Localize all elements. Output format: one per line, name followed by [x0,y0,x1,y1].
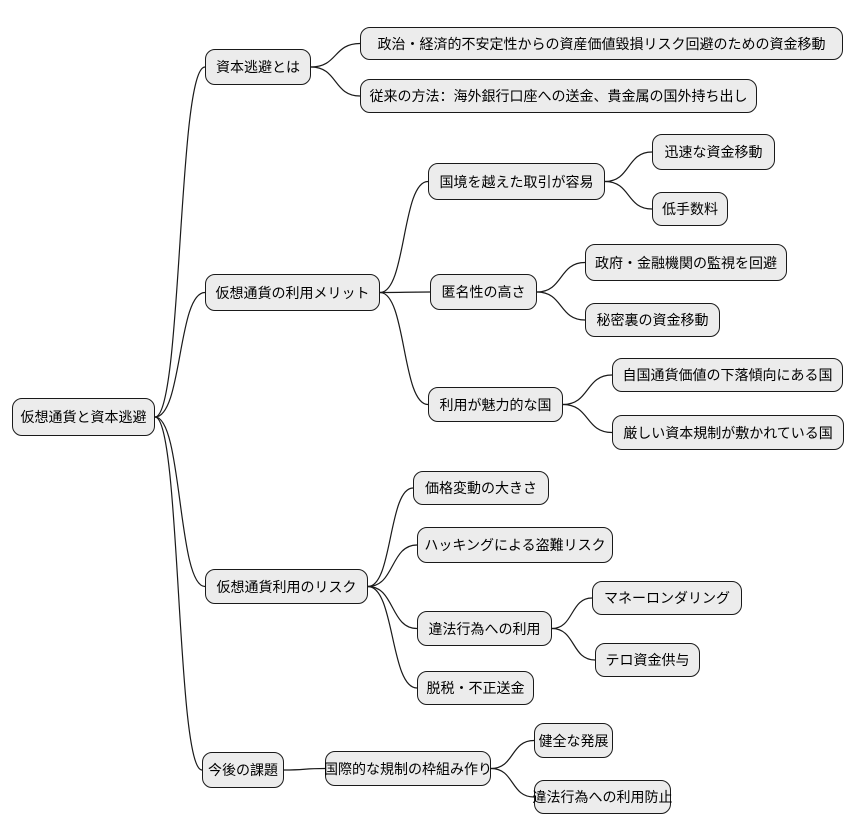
edge-easy-cross-border-to-low-fees [604,180,653,210]
node-label-money-laundering: マネーロンダリング [604,590,730,606]
mindmap-node-international-regulation[interactable]: 国際的な規制の枠組み作り [324,751,492,786]
node-label-fast-transfer: 迅速な資金移動 [664,144,763,160]
edge-international-regulation-to-prevent-illegal-use [490,767,535,798]
edge-crypto-merits-to-attractive-countries [379,291,429,406]
mindmap-node-capital-flight-definition[interactable]: 資本逃避とは [205,49,311,85]
node-label-illegal-use: 違法行為への利用 [428,620,541,637]
node-label-capital-flight-definition: 資本逃避とは [216,59,300,75]
mindmap-node-secret-transfer[interactable]: 秘密裏の資金移動 [585,303,720,337]
node-label-traditional-methods: 従来の方法：海外銀行口座への送金、貴金属の国外持ち出し [369,88,748,104]
edge-crypto-merits-to-easy-cross-border [379,180,429,294]
edge-root-to-future-issues [154,416,203,771]
edge-crypto-risks-to-price-volatility [367,487,414,588]
edge-easy-cross-border-to-fast-transfer [604,151,653,183]
node-label-high-anonymity: 匿名性の高さ [441,284,526,300]
node-label-depreciating-currency: 自国通貨価値の下落傾向にある国 [622,367,833,383]
node-label-low-fees: 低手数料 [662,201,718,217]
node-label-secret-transfer: 秘密裏の資金移動 [596,312,709,328]
mindmap-node-crypto-risks[interactable]: 仮想通貨利用のリスク [205,569,368,604]
mindmap-node-risk-avoidance-transfer[interactable]: 政治・経済的不安定性からの資産価値毀損リスク回避のための資金移動 [360,27,843,60]
edge-illegal-use-to-money-laundering [551,597,593,630]
edge-illegal-use-to-terror-financing [551,627,596,661]
node-label-international-regulation: 国際的な規制の枠組み作り [324,760,492,777]
mindmap-node-avoid-surveillance[interactable]: 政府・金融機関の監視を回避 [585,244,787,281]
edge-root-to-crypto-merits [154,291,206,418]
node-label-hacking-theft: ハッキングによる盗難リスク [424,537,606,553]
mindmap-node-strict-capital-controls[interactable]: 厳しい資本規制が敷かれている国 [612,415,844,450]
mindmap-node-tax-evasion[interactable]: 脱税・不正送金 [417,671,534,705]
edge-crypto-risks-to-tax-evasion [367,585,418,689]
mindmap-node-illegal-use[interactable]: 違法行為への利用 [417,611,552,646]
edge-crypto-merits-to-high-anonymity [379,291,431,294]
edge-crypto-risks-to-illegal-use [367,585,418,630]
mindmap-node-healthy-development[interactable]: 健全な発展 [534,723,613,758]
edge-high-anonymity-to-secret-transfer [536,291,586,321]
mindmap-node-easy-cross-border[interactable]: 国境を越えた取引が容易 [428,163,605,200]
mindmap-node-price-volatility[interactable]: 価格変動の大きさ [413,471,549,505]
edge-capital-flight-definition-to-traditional-methods [310,66,361,97]
edge-future-issues-to-international-regulation [283,767,326,771]
mindmap-node-root[interactable]: 仮想通貨と資本逃避 [12,398,155,436]
mindmap-node-depreciating-currency[interactable]: 自国通貨価値の下落傾向にある国 [612,358,843,392]
edge-high-anonymity-to-avoid-surveillance [536,261,586,293]
mindmap-node-traditional-methods[interactable]: 従来の方法：海外銀行口座への送金、貴金属の国外持ち出し [360,79,757,113]
node-label-future-issues: 今後の課題 [208,762,278,778]
mindmap-node-prevent-illegal-use[interactable]: 違法行為への利用防止 [532,780,673,814]
mindmap-node-high-anonymity[interactable]: 匿名性の高さ [430,274,537,310]
node-label-terror-financing: テロ資金供与 [605,652,690,668]
node-label-crypto-merits: 仮想通貨の利用メリット [215,284,370,301]
node-label-prevent-illegal-use: 違法行為への利用防止 [532,789,673,805]
mindmap-node-terror-financing[interactable]: テロ資金供与 [595,643,700,677]
node-label-avoid-surveillance: 政府・金融機関の監視を回避 [595,254,777,271]
edge-crypto-risks-to-hacking-theft [367,544,418,588]
node-label-crypto-risks: 仮想通貨利用のリスク [216,578,357,595]
node-label-strict-capital-controls: 厳しい資本規制が敷かれている国 [623,424,833,441]
edge-root-to-capital-flight-definition [154,66,206,418]
node-label-attractive-countries: 利用が魅力的な国 [439,396,552,413]
mindmap-node-fast-transfer[interactable]: 迅速な資金移動 [652,134,775,170]
edge-root-to-crypto-risks [154,416,206,588]
edge-capital-flight-definition-to-risk-avoidance-transfer [310,42,361,68]
node-label-easy-cross-border: 国境を越えた取引が容易 [439,173,594,190]
node-label-risk-avoidance-transfer: 政治・経済的不安定性からの資産価値毀損リスク回避のための資金移動 [377,35,826,52]
mindmap-node-attractive-countries[interactable]: 利用が魅力的な国 [428,387,563,422]
mindmap-node-low-fees[interactable]: 低手数料 [652,192,728,226]
mindmap-node-hacking-theft[interactable]: ハッキングによる盗難リスク [417,527,613,563]
node-label-price-volatility: 価格変動の大きさ [425,480,537,496]
edge-attractive-countries-to-strict-capital-controls [562,403,613,434]
node-label-tax-evasion: 脱税・不正送金 [426,680,525,696]
node-label-healthy-development: 健全な発展 [538,732,609,749]
mindmap-node-future-issues[interactable]: 今後の課題 [202,752,284,788]
node-label-root: 仮想通貨と資本逃避 [20,409,147,425]
edge-attractive-countries-to-depreciating-currency [562,374,613,406]
mindmap-node-money-laundering[interactable]: マネーロンダリング [592,581,742,615]
edge-international-regulation-to-healthy-development [490,739,535,770]
mindmap-node-crypto-merits[interactable]: 仮想通貨の利用メリット [205,274,380,311]
